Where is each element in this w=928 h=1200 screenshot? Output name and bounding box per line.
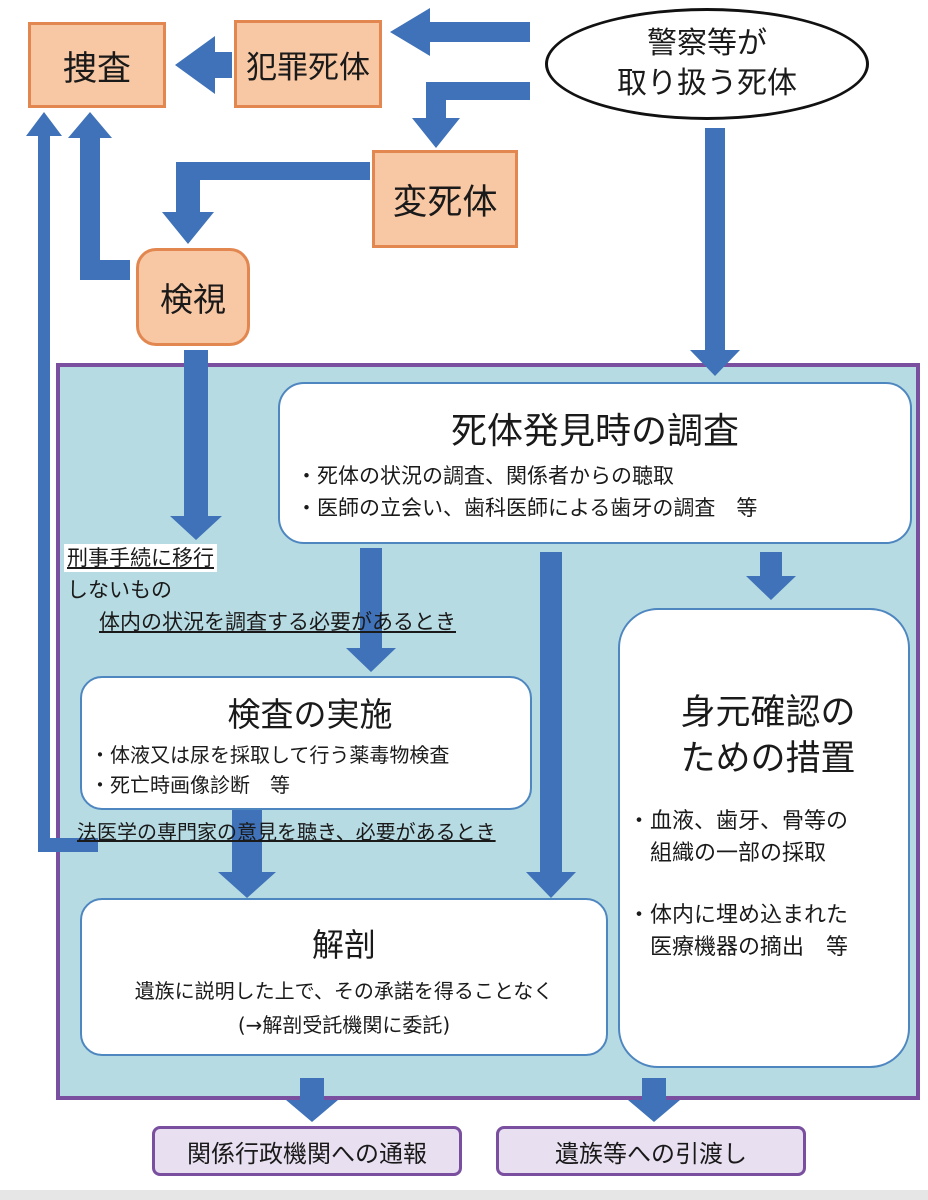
investigation-bullet-1: ・死体の状況の調査、関係者からの聴取 bbox=[296, 464, 674, 488]
identification-bullet-2: 組織の一部の採取 bbox=[628, 841, 827, 866]
arrow-to-panel bbox=[690, 128, 740, 376]
note-criminal-line1: 刑事手続に移行 bbox=[64, 544, 217, 572]
identification-title-1: 身元確認の bbox=[680, 693, 856, 733]
autopsy-line2: (→解剖受託機関に委託) bbox=[237, 1013, 451, 1037]
box-crime-body: 犯罪死体 bbox=[234, 20, 382, 108]
output-handover: 遺族等への引渡し bbox=[496, 1126, 806, 1176]
autopsy-line1: 遺族に説明した上で、その承諾を得ることなく bbox=[134, 979, 554, 1003]
box-crime-body-label: 犯罪死体 bbox=[246, 49, 370, 86]
box-sousa-label: 捜査 bbox=[63, 48, 131, 89]
box-unnatural-death-label: 変死体 bbox=[392, 182, 498, 223]
arrow-inquest-to-sousa bbox=[68, 112, 130, 280]
investigation-title: 死体発見時の調査 bbox=[450, 411, 739, 452]
identification-bullet-3: ・体内に埋め込まれた bbox=[628, 903, 849, 928]
box-unnatural-death: 変死体 bbox=[372, 150, 518, 248]
output-handover-label: 遺族等への引渡し bbox=[555, 1139, 747, 1168]
box-inquest-label: 検視 bbox=[160, 280, 226, 319]
autopsy-box: 解剖 遺族に説明した上で、その承諾を得ることなく (→解剖受託機関に委託) bbox=[80, 898, 608, 1056]
arrow-to-crime-body bbox=[390, 8, 530, 56]
output-notify-label: 関係行政機関への通報 bbox=[187, 1139, 427, 1168]
box-inquest: 検視 bbox=[136, 248, 250, 346]
test-box: 検査の実施 ・体液又は尿を採取して行う薬毒物検査 ・死亡時画像診断 等 bbox=[80, 676, 532, 810]
bottom-border bbox=[0, 1190, 928, 1200]
identification-bullet-1: ・血液、歯牙、骨等の bbox=[628, 809, 849, 834]
investigation-bullet-2: ・医師の立会い、歯科医師による歯牙の調査 等 bbox=[296, 496, 758, 520]
ellipse-line1: 警察等が bbox=[647, 26, 767, 61]
arrow-to-inquest bbox=[162, 162, 370, 244]
autopsy-title: 解剖 bbox=[311, 926, 376, 964]
output-notify: 関係行政機関への通報 bbox=[152, 1126, 462, 1176]
test-title: 検査の実施 bbox=[227, 695, 393, 734]
arrow-legal-to-sousa-head bbox=[26, 112, 62, 136]
note-criminal-line2: しないもの bbox=[67, 578, 172, 602]
test-bullet-2: ・死亡時画像診断 等 bbox=[90, 773, 290, 797]
identification-box: 身元確認の ための措置 ・血液、歯牙、骨等の 組織の一部の採取 ・体内に埋め込ま… bbox=[618, 608, 910, 1068]
identification-title-2: ための措置 bbox=[680, 739, 856, 779]
note-forensic: 法医学の専門家の意見を聴き、必要があるとき bbox=[77, 820, 496, 844]
test-bullet-1: ・体液又は尿を採取して行う薬毒物検査 bbox=[90, 743, 450, 767]
note-internal-condition: 体内の状況を調査する必要があるとき bbox=[99, 610, 456, 634]
arrow-to-investigation bbox=[175, 36, 232, 94]
investigation-box: 死体発見時の調査 ・死体の状況の調査、関係者からの聴取 ・医師の立会い、歯科医師… bbox=[278, 382, 912, 544]
identification-bullet-4: 医療機器の摘出 等 bbox=[628, 935, 849, 960]
box-sousa: 捜査 bbox=[28, 22, 166, 108]
ellipse-line2: 取り扱う死体 bbox=[617, 66, 797, 101]
arrow-to-unnatural-death bbox=[412, 82, 530, 148]
ellipse-police-bodies: 警察等が 取り扱う死体 bbox=[545, 8, 869, 120]
